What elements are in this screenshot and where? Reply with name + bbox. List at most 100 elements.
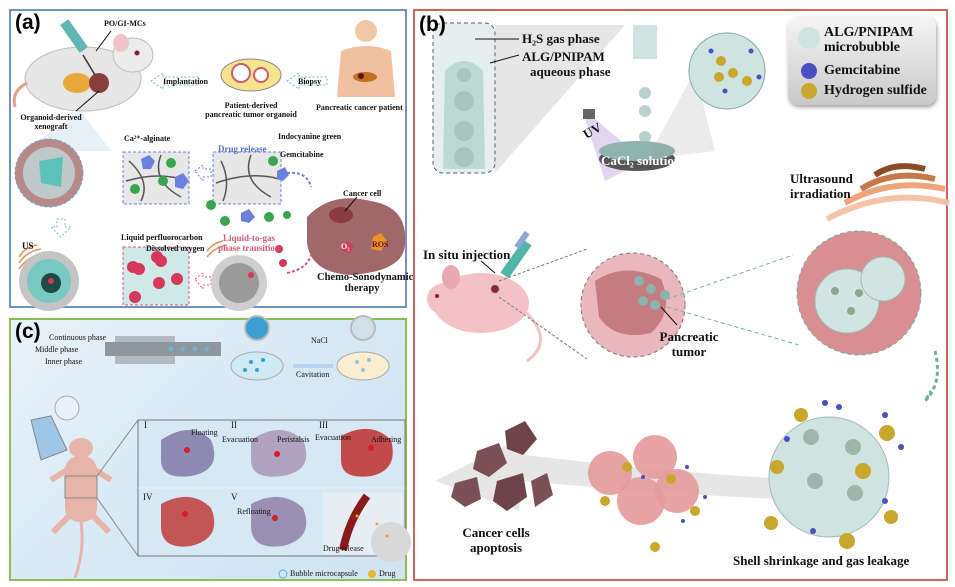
- microbubble-in-tumor: [796, 230, 922, 356]
- panel-b-illustration: [427, 22, 950, 552]
- label-in-situ-injection: In situ injection: [423, 247, 511, 262]
- label-pancreatic-tumor-line2: tumor: [671, 344, 707, 359]
- drug-legend-icon: [368, 570, 376, 578]
- label-evacuation-2: Evacuation: [222, 435, 258, 444]
- drug-release-inset: [323, 492, 411, 562]
- label-xenograft: Organoid-derived xenograft: [13, 113, 89, 131]
- organoid-dish: [220, 58, 282, 92]
- cancer-cells: [588, 435, 707, 552]
- stomach-stage-3: [341, 428, 393, 477]
- panel-a-label: (a): [15, 11, 41, 34]
- label-patient-organoid-line1: Patient-derived: [224, 101, 278, 110]
- label-inner-phase: Inner phase: [45, 357, 83, 366]
- dripping-nozzle: [633, 25, 657, 143]
- tumor-magnified: [580, 252, 686, 358]
- bubble-icon: [244, 315, 270, 341]
- label-middle-phase: Middle phase: [35, 345, 79, 354]
- syringe-icon: [500, 230, 532, 279]
- stomach-stage-4: [161, 496, 215, 547]
- label-pancreatic-tumor: Pancreatic tumor: [649, 329, 729, 359]
- shrinking-microbubble: [764, 400, 904, 549]
- drug-release-box: [206, 151, 291, 226]
- legend: ALG/PNIPAM microbubble Gemcitabine Hydro…: [788, 17, 936, 105]
- label-liquid-pfc: Liquid perfluorocarbon: [121, 233, 203, 242]
- bubble-icon: [350, 315, 376, 341]
- patient-illustration: [337, 20, 395, 97]
- label-ultrasound-line2: irradiation: [790, 186, 851, 201]
- label-cancer-cells-apoptosis: Cancer cells apoptosis: [441, 525, 551, 555]
- petri-dish-icon: [230, 351, 284, 381]
- label-cavitation: Cavitation: [296, 370, 330, 379]
- stage-label-1: I: [144, 420, 147, 430]
- label-chemo-sono-line2: therapy: [344, 283, 380, 294]
- stage-label-3: III: [319, 420, 328, 430]
- cavitation-arrow: [293, 364, 333, 368]
- pfc-microcapsule: [19, 251, 79, 311]
- label-h2s-gas-phase: H₂S gas phase: [522, 31, 600, 46]
- label-xenograft-line1: Organoid-derived: [20, 113, 82, 122]
- mouse-illustration: [12, 34, 154, 112]
- stage-label-2: II: [231, 420, 237, 430]
- apoptotic-cells: [451, 421, 553, 511]
- stage-label-5: V: [231, 492, 238, 502]
- panel-c-illustration: [30, 315, 411, 579]
- label-cacl2-solution: CaCl₂ solution: [601, 153, 682, 168]
- label-nacl: NaCl: [311, 336, 328, 345]
- label-floating: Floating: [191, 428, 218, 437]
- stomach-stage-5: [251, 496, 307, 547]
- label-dissolved-oxygen: Dissolved oxygen: [146, 244, 205, 253]
- label-adhering: Adhering: [371, 435, 402, 444]
- panel-b: (b) H₂S gas phase ALG/PNIPAM aqueous pha…: [413, 9, 950, 581]
- label-evacuation-3: Evacuation: [315, 433, 351, 442]
- label-apoptosis-line1: Cancer cells: [462, 525, 530, 540]
- gas-phase-microcapsule: [211, 255, 267, 311]
- label-po-gi-mcs: PO/GI-MCs: [104, 19, 146, 28]
- legend-hydrogen-sulfide: Hydrogen sulfide: [824, 83, 927, 98]
- label-ultrasound-line1: Ultrasound: [790, 171, 853, 186]
- label-continuous-phase: Continuous phase: [49, 333, 107, 342]
- label-biopsy: Biopsy: [298, 77, 322, 86]
- label-chemo-sono-line1: Chemo-Sonodynamic: [317, 272, 414, 283]
- alginate-network-box: [122, 151, 190, 205]
- label-implantation: Implantation: [163, 77, 208, 86]
- cancer-cell-illustration: [307, 198, 406, 275]
- tube-icon: [30, 415, 68, 461]
- stomach-stage-1: [161, 430, 215, 477]
- label-o2: O₂: [341, 242, 350, 251]
- microfluidic-nozzle: [432, 22, 496, 174]
- panel-a: (a) PO/GI-MCs Organoid-derived xenograft…: [9, 9, 414, 311]
- pfc-box: [122, 246, 190, 306]
- panel-c: (c) Continuous phase Middle phase Inner …: [9, 315, 411, 581]
- label-patient-organoid: Patient-derived pancreatic tumor organoi…: [201, 101, 301, 119]
- label-apoptosis-line2: apoptosis: [469, 540, 523, 555]
- label-pancreatic-patient: Pancreatic cancer patient: [316, 103, 403, 112]
- label-alg-aqueous-phase: ALG/PNIPAM aqueous phase: [522, 49, 611, 79]
- label-liquid-to-gas: Liquid-to-gas phase transition: [209, 233, 289, 253]
- label-ultrasound-irradiation: Ultrasound irradiation: [790, 171, 853, 201]
- label-peristalsis: Peristalsis: [277, 435, 310, 444]
- label-patient-organoid-line2: pancreatic tumor organoid: [205, 110, 297, 119]
- label-xenograft-line2: xenograft: [34, 122, 68, 131]
- label-us: US: [22, 241, 34, 251]
- ultrasound-waves-icon: [825, 163, 950, 222]
- legend-microbubble: ALG/PNIPAM microbubble: [824, 25, 913, 55]
- legend-microbubble-line2: microbubble: [824, 40, 900, 55]
- nude-mouse-illustration: [427, 265, 542, 363]
- label-gemcitabine: Gemcitabine: [280, 150, 324, 159]
- legend-microbubble-line1: ALG/PNIPAM: [824, 25, 914, 40]
- ultrasound-waves-icon: [206, 240, 228, 258]
- panel-b-label: (b): [419, 13, 446, 36]
- petri-dish-icon: [336, 351, 390, 381]
- legend-drug: Drug: [379, 569, 396, 578]
- label-pancreatic-tumor-line1: Pancreatic: [659, 329, 719, 344]
- microbubble-magnified: [688, 32, 766, 110]
- stage-label-4: IV: [143, 492, 153, 502]
- label-alg-aqueous-line1: ALG/PNIPAM: [522, 49, 605, 64]
- biopsy-arrow: [286, 72, 328, 90]
- label-liquid-to-gas-line1: Liquid-to-gas: [222, 233, 275, 243]
- label-refloating: Refloating: [237, 507, 271, 516]
- label-ros: ROS: [372, 240, 389, 249]
- legend-bubble-microcapsule: Bubble microcapsule: [290, 569, 358, 578]
- label-chemo-sonodynamic: Chemo-Sonodynamic therapy: [317, 272, 414, 294]
- legend-gemcitabine: Gemcitabine: [824, 63, 901, 78]
